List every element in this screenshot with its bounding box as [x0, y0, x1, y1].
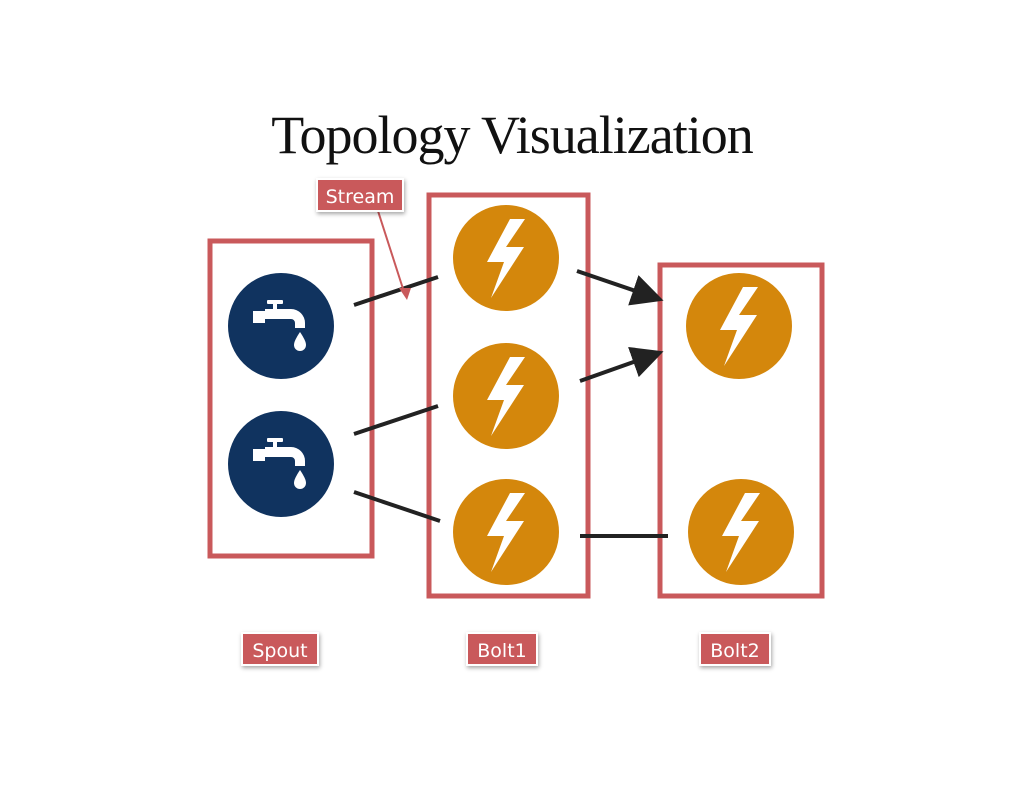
stream-pointer	[377, 210, 406, 296]
edge-bolt1a-bolt2a	[576, 269, 664, 306]
edge-spout2-bolt1b	[353, 404, 439, 436]
bolt2-node-1	[686, 273, 792, 379]
bolt1-node-3	[453, 479, 559, 585]
bolt1-node-2	[453, 343, 559, 449]
bolt1-node-1	[453, 205, 559, 311]
stream-pointer-head	[399, 288, 411, 300]
edge-bolt1b-bolt2a	[579, 346, 664, 383]
edge-spout2-bolt1c	[353, 490, 441, 523]
spout-label: Spout	[241, 632, 319, 666]
bolt1-label: Bolt1	[466, 632, 538, 666]
edge-spout1-bolt1a	[353, 275, 439, 307]
stream-label: Stream	[316, 178, 404, 212]
bolt2-label: Bolt2	[699, 632, 771, 666]
bolt2-node-2	[688, 479, 794, 585]
spout-node-2	[228, 411, 334, 517]
spout-node-1	[228, 273, 334, 379]
slide-title: Topology Visualization	[271, 105, 753, 165]
